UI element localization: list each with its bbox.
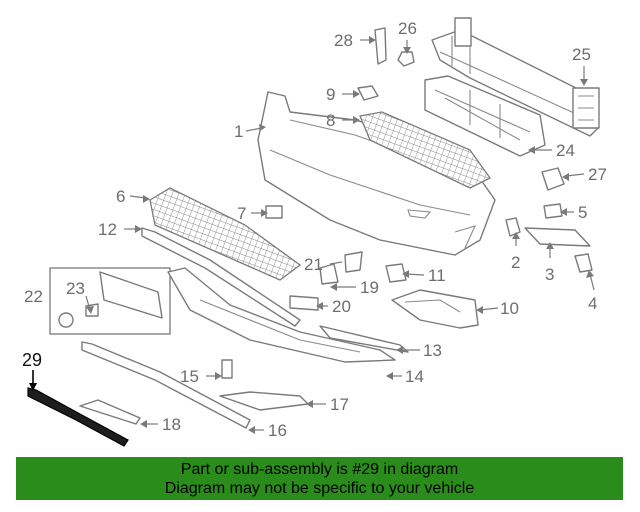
part-10-fog-bezel [391, 289, 479, 329]
part-3-bracket [524, 227, 591, 247]
callout-12: 12 [98, 220, 117, 239]
callout-1: 1 [234, 122, 243, 141]
callout-4: 4 [588, 294, 597, 313]
part-5-clip [543, 203, 563, 219]
part-7-clip [265, 205, 283, 219]
callout-11: 11 [428, 266, 446, 285]
part-28-bracket [374, 27, 387, 65]
callout-20: 20 [332, 297, 351, 316]
part-14-lower-deflector [319, 325, 409, 353]
parts-diagram: 1 2 3 4 5 6 7 8 9 10 11 12 13 14 15 16 1… [22, 17, 607, 447]
callout-22: 22 [24, 287, 43, 306]
part-8-upper-grille [359, 111, 491, 189]
part-17-deflector [219, 391, 309, 411]
part-18-deflector [79, 399, 141, 425]
callout-17: 17 [330, 395, 349, 414]
part-29-trim-strip [27, 387, 129, 447]
part-19-bracket [319, 263, 339, 285]
part-15-bolt [221, 359, 233, 379]
part-27-bracket [541, 167, 565, 191]
callout-10: 10 [500, 299, 519, 318]
part-25-reinforcement-bar [431, 17, 600, 137]
part-1-bumper-cover [257, 91, 496, 256]
part-16-lower-strip [81, 341, 251, 429]
leader-lines [29, 36, 595, 434]
callout-labels: 1 2 3 4 5 6 7 8 9 10 11 12 13 14 15 16 1… [22, 19, 607, 440]
part-24-energy-absorber [424, 75, 546, 157]
callout-23: 23 [66, 279, 85, 298]
callout-7: 7 [237, 204, 246, 223]
part-2-screw [505, 217, 521, 237]
callout-28: 28 [334, 31, 353, 50]
callout-14: 14 [405, 367, 424, 386]
callout-5: 5 [578, 203, 587, 222]
callout-26: 26 [398, 19, 417, 38]
callout-6: 6 [116, 187, 125, 206]
part-11-clip [385, 263, 407, 283]
callout-8: 8 [326, 111, 335, 130]
banner-line-2: Diagram may not be specific to your vehi… [164, 480, 475, 497]
callout-3: 3 [545, 265, 554, 284]
callout-21: 21 [304, 255, 323, 274]
callout-18: 18 [162, 415, 181, 434]
callout-29: 29 [22, 350, 42, 370]
callout-13: 13 [423, 341, 442, 360]
part-20-plate [289, 295, 319, 311]
callout-27: 27 [588, 165, 607, 184]
callout-2: 2 [511, 253, 520, 272]
callout-25: 25 [572, 45, 591, 64]
callout-9: 9 [326, 85, 335, 104]
callout-15: 15 [180, 367, 199, 386]
part-22-license-bracket [49, 267, 171, 335]
callout-19: 19 [360, 278, 379, 297]
part-21-cover [344, 251, 363, 273]
callout-24: 24 [556, 141, 575, 160]
part-26-bolt [397, 51, 415, 67]
part-9-bolt [357, 85, 379, 101]
callout-16: 16 [268, 421, 287, 440]
info-banner: Part or sub-assembly is #29 in diagram D… [16, 457, 623, 500]
part-13-spoiler [167, 267, 396, 363]
part-4-bolt [574, 253, 593, 273]
part-6-lower-grille [149, 187, 302, 281]
banner-line-1: Part or sub-assembly is #29 in diagram [180, 461, 459, 478]
part-12-trim-strip [141, 227, 301, 327]
